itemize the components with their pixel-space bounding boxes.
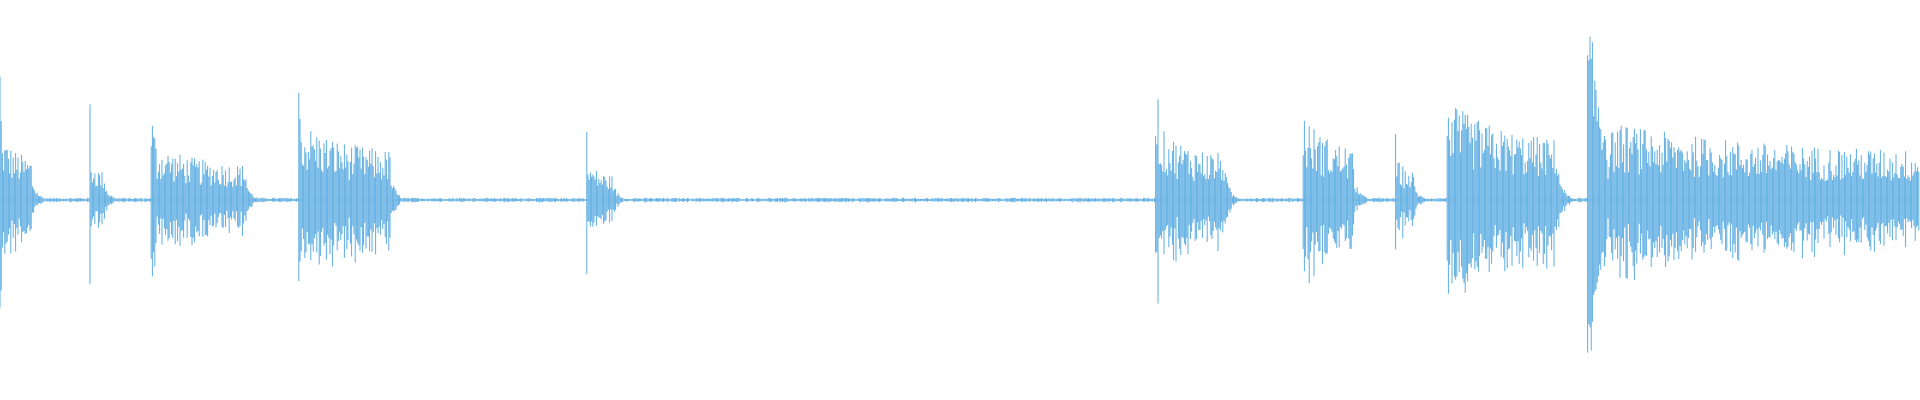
waveform-lines bbox=[0, 36, 1920, 353]
